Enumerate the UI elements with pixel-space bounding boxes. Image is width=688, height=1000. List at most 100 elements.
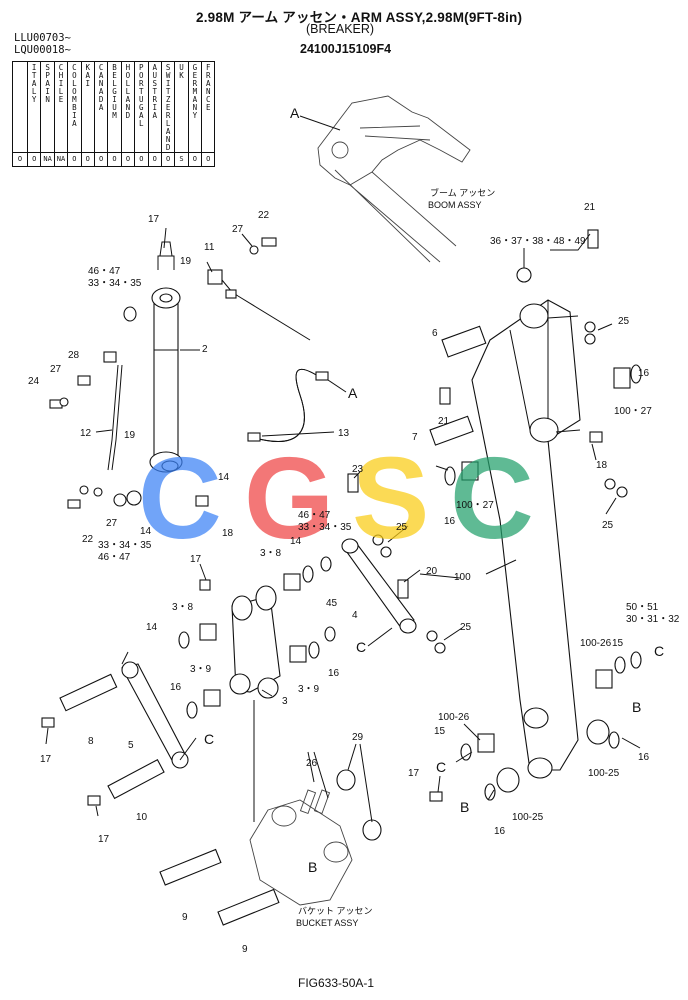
- callout: 33・34・35: [98, 540, 152, 551]
- pin: [441, 325, 487, 358]
- value-cell: O: [26, 152, 42, 167]
- callout: 19: [124, 430, 136, 441]
- callout: 17: [190, 554, 202, 565]
- callout: 26: [306, 758, 318, 769]
- callout: 27: [232, 224, 244, 235]
- country-table: ITALY SPAIN CHILE COLOMBIA KAI CANADA BE…: [12, 61, 216, 167]
- callout: 46・47: [88, 266, 121, 277]
- callout-letter: C: [436, 759, 446, 775]
- hardware: [41, 229, 628, 806]
- callout-letter: B: [632, 699, 641, 715]
- watermark-letter: C: [450, 433, 534, 563]
- callout: 22: [82, 534, 94, 545]
- callout: 25: [618, 316, 630, 327]
- country-cell: CHILE: [53, 61, 69, 153]
- watermark-letter: S: [352, 433, 429, 563]
- callout: 18: [596, 460, 608, 471]
- callout: 46・47: [98, 552, 131, 563]
- callout: 3: [282, 696, 288, 707]
- callout: 12: [80, 428, 92, 439]
- callout: 25: [602, 520, 614, 531]
- callout: 45: [326, 598, 338, 609]
- watermark-letter: C: [138, 433, 222, 563]
- callout: 16: [638, 752, 650, 763]
- callout-letter: C: [356, 639, 366, 655]
- callout-letter: A: [290, 105, 300, 121]
- bushings: [444, 364, 642, 801]
- page-title: 2.98M アーム アッセン・ARM ASSY,2.98M(9FT-8in): [196, 10, 523, 25]
- country-value-row: O O NA NA O O O O O O O O S O O: [12, 152, 216, 167]
- callout: 17: [148, 214, 160, 225]
- country-cell: CANADA: [93, 61, 109, 153]
- callout: 17: [408, 768, 420, 779]
- callout: 27: [50, 364, 62, 375]
- bucket-assy-jp-caption: バケット アッセン: [298, 906, 373, 916]
- callout-letter: A: [348, 385, 358, 401]
- callout: 100・27: [614, 406, 652, 417]
- callout: 17: [40, 754, 52, 765]
- callout: 4: [352, 610, 358, 621]
- callout: 5: [128, 740, 134, 751]
- callout-labels: A A 17 19 11 27 22 46・47 33・34・35 2 28 2…: [28, 105, 680, 955]
- callout: 100-26: [580, 638, 612, 649]
- callout: 33・34・35: [88, 278, 142, 289]
- page-subtitle: (BREAKER): [306, 22, 375, 36]
- callout: 6: [432, 328, 438, 339]
- callout: 36・37・38・48・49: [490, 236, 586, 247]
- callout: 14: [218, 472, 230, 483]
- boom-assy-jp-caption: ブーム アッセン: [430, 187, 495, 198]
- callout: 46・47: [298, 510, 331, 521]
- pin: [159, 848, 222, 886]
- callout: 24: [28, 376, 40, 387]
- value-cell: O: [93, 152, 109, 167]
- middle-bushings: [178, 556, 336, 719]
- figure-number: FIG633-50A-1: [298, 976, 375, 990]
- pin: [107, 758, 165, 800]
- callout: 8: [88, 736, 94, 747]
- callout: 28: [68, 350, 80, 361]
- callout: 100-26: [438, 712, 470, 723]
- serial-range-2: LQU00018~: [14, 44, 71, 56]
- watermark-letter: G: [244, 433, 334, 563]
- country-cell: COLOMBIA: [67, 61, 82, 153]
- callout: 3・8: [172, 602, 194, 613]
- callout: 100: [454, 572, 471, 583]
- hose: [254, 368, 319, 442]
- country-cell: FRANCE: [201, 61, 216, 153]
- callout: 16: [444, 516, 456, 527]
- callout: 20: [426, 566, 438, 577]
- boom-assy-caption: BOOM ASSY: [428, 200, 482, 210]
- callout: 9: [182, 912, 188, 923]
- callout: 15: [612, 638, 624, 649]
- callout: 17: [98, 834, 110, 845]
- callout: 14: [146, 622, 158, 633]
- callout-letter: B: [460, 799, 469, 815]
- callout: 2: [202, 344, 208, 355]
- callout: 29: [352, 732, 364, 743]
- callout-letter: C: [204, 731, 214, 747]
- callout: 18: [222, 528, 234, 539]
- fitting: [207, 269, 223, 285]
- value-cell: O: [80, 152, 95, 167]
- callout: 16: [170, 682, 182, 693]
- bucket-assy-outline: [249, 769, 382, 906]
- callout: 16: [328, 668, 340, 679]
- value-cell: NA: [40, 152, 55, 167]
- callout: 7: [412, 432, 418, 443]
- value-cell: O: [187, 152, 203, 167]
- callout: 14: [290, 536, 302, 547]
- callout: 3・9: [190, 664, 212, 675]
- callout: 22: [258, 210, 270, 221]
- callout: 21: [584, 202, 596, 213]
- leader-lines: [45, 115, 641, 823]
- value-cell: S: [174, 152, 189, 167]
- value-cell: NA: [53, 152, 69, 167]
- callout: 33・34・35: [298, 522, 352, 533]
- callout: 19: [180, 256, 192, 267]
- callout-letter: C: [654, 643, 664, 659]
- callout: 9: [242, 944, 248, 955]
- part-number: 24100J15109F4: [300, 42, 392, 56]
- callout: 100-25: [588, 768, 620, 779]
- pin: [217, 888, 280, 926]
